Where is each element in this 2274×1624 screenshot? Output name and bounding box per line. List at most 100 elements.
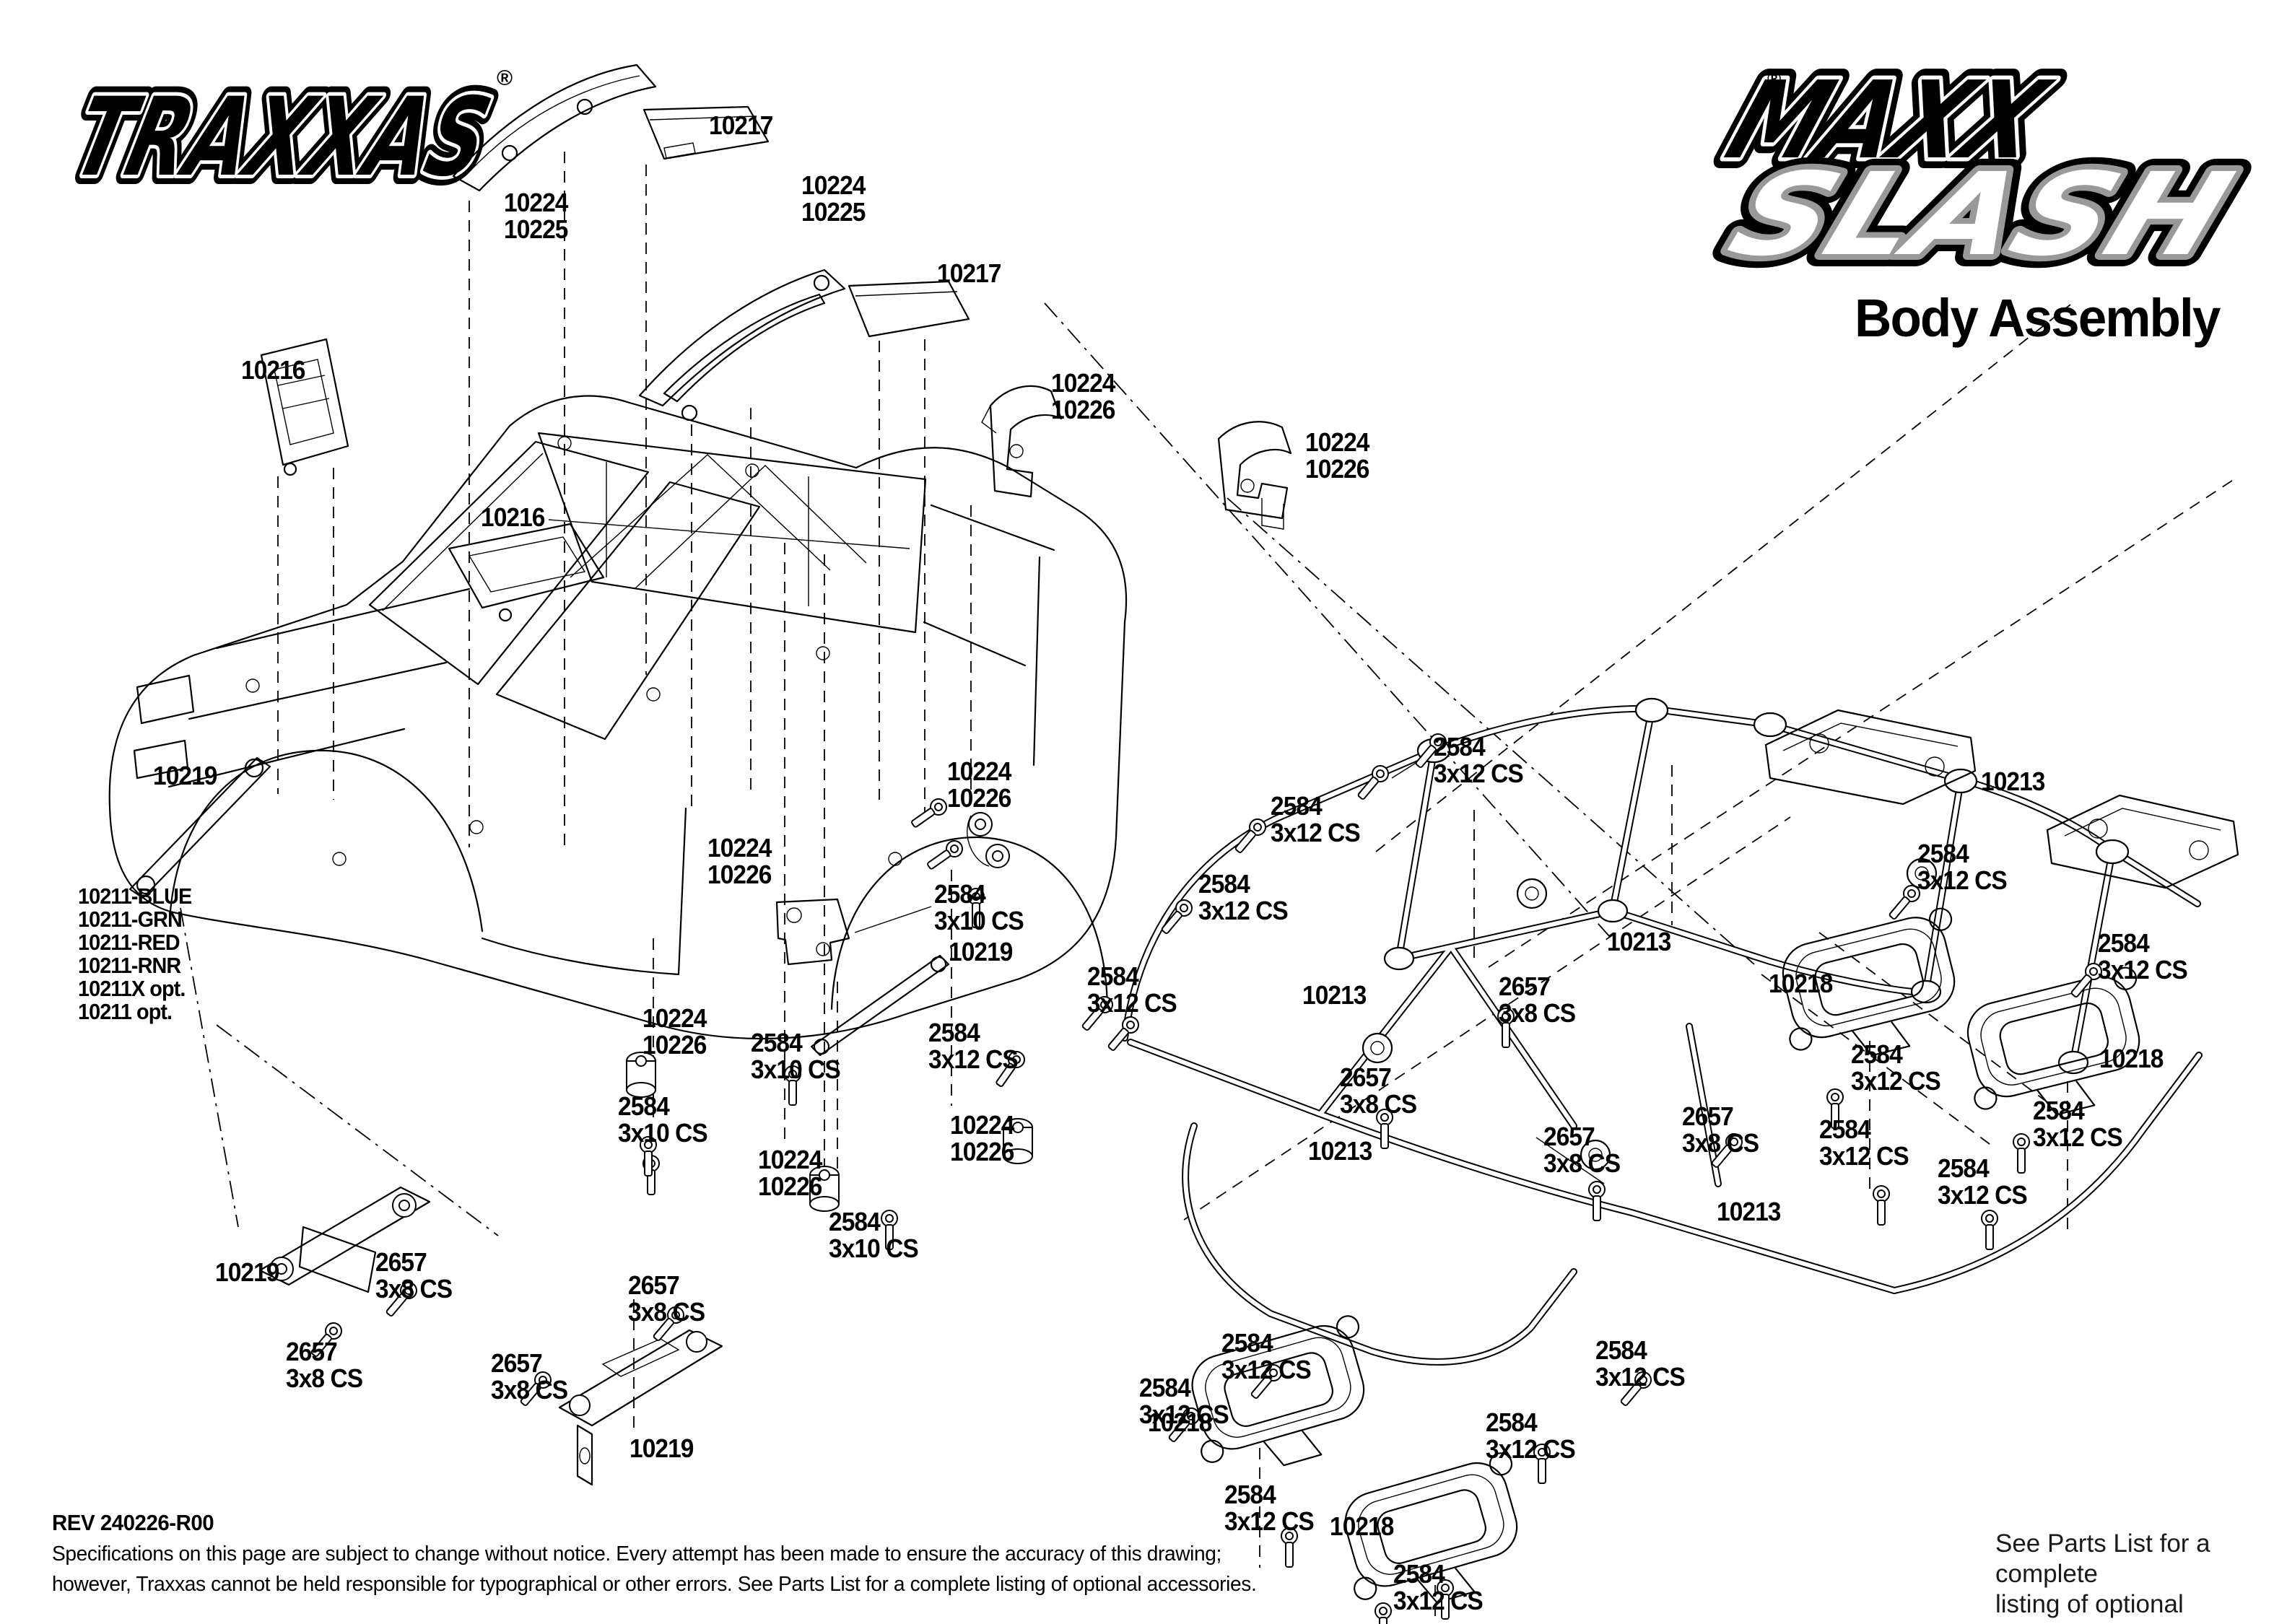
part-number-text: 10224 [707,833,772,863]
part-number-text: 10217 [709,110,773,140]
part-number-text: 2584 [1224,1480,1276,1509]
part-number-text: 3x12 CS [1139,1400,1229,1429]
part-number-text: 3x12 CS [2033,1122,2123,1152]
part-number-text: 3x12 CS [1271,818,1361,847]
part-callout-32: 10213 [1302,980,1367,1010]
disclaimer-line-2: however, Traxxas cannot be held responsi… [52,1573,1257,1596]
parts-list-note-line-2: listing of optional accessories. [1995,1590,2184,1624]
part-callout-44: 10218 [2099,1044,2164,1073]
part-number-text: 10224 [1051,368,1115,398]
hood-vent-right [448,523,605,622]
part-number-text: 10224 [950,1110,1014,1140]
part-number-text: 10219 [215,1257,279,1287]
part-number-text: 3x12 CS [1198,896,1289,925]
part-number-text: 3x12 CS [1486,1434,1576,1464]
page-title: Body Assembly [1854,288,2221,348]
part-number-text: 2584 [751,1028,803,1057]
part-number-text: 3x12 CS [1434,759,1524,788]
footer: REV 240226-R00 Specifications on this pa… [52,1510,1294,1597]
part-number-text: 3x8 CS [491,1375,568,1405]
registered-mark: ® [1767,68,1781,90]
svg-text:SLASH: SLASH [1714,149,2247,281]
part-number-text: 3x12 CS [1917,865,2008,895]
svg-text:SLASH: SLASH [1714,149,2247,281]
part-number-text: 10226 [642,1030,707,1060]
part-number-text: 10216 [481,502,545,532]
part-callout-14: 10219 [949,938,1013,965]
part-callout-33: 10213 [1607,928,1671,955]
part-number-text: 10211-RNR [78,953,181,978]
part-number-text: 10218 [2099,1044,2164,1073]
part-number-text: 3x8 CS [1543,1148,1621,1178]
part-number-text: 10211 opt. [78,999,173,1024]
part-callout-04: 10217 [937,260,1001,287]
part-number-text: 10213 [1302,980,1367,1010]
bumper-latch-right [558,1329,723,1486]
part-number-text: 2584 [1087,961,1139,991]
part-number-text: 2584 [1819,1114,1871,1144]
part-number-text: 10213 [1717,1197,1781,1226]
part-number-text: 2584 [1938,1153,1990,1183]
part-number-text: 10226 [1305,454,1369,484]
part-number-text: 10216 [241,355,305,385]
part-number-text: 3x12 CS [1819,1141,1909,1171]
part-number-text: 2657 [1682,1101,1734,1131]
part-number-text: 10224 [504,188,568,217]
part-number-text: 3x8 CS [628,1297,705,1327]
part-number-text: 10217 [937,258,1001,288]
part-number-text: 3x10 CS [934,906,1024,935]
part-callout-41: 10218 [1769,969,1833,998]
part-callout-55: 10218 [1330,1511,1394,1541]
part-callout-38: 10213 [1308,1138,1372,1164]
part-number-text: 2657 [375,1247,427,1277]
part-number-text: 10211-RED [78,930,180,955]
part-number-text: 3x8 CS [1682,1128,1759,1158]
part-number-text: 3x8 CS [375,1274,453,1304]
body-mount-bracket-left [1764,709,1977,806]
part-number-text: 10211X opt. [78,976,186,1001]
part-number-text: 10218 [1148,1407,1212,1437]
part-number-text: 2584 [1198,869,1250,899]
part-number-text: 2584 [1271,791,1323,821]
part-callout-06: 10216 [481,502,545,532]
part-number-text: 2584 [829,1207,881,1236]
part-number-text: 3x8 CS [1499,998,1576,1028]
part-number-text: 2584 [1221,1328,1273,1358]
part-number-text: 2584 [934,879,986,909]
part-number-text: 10218 [1769,969,1833,998]
part-number-text: 3x12 CS [2098,955,2188,985]
part-callout-09: 10219 [153,762,217,789]
part-number-text: 3x10 CS [618,1118,708,1148]
part-number-text: 3x12 CS [928,1044,1019,1074]
latch-bracket-mid [775,898,850,966]
part-number-text: 10219 [630,1433,694,1463]
registered-mark: ® [497,66,513,90]
part-number-text: 10218 [1330,1511,1394,1541]
part-number-text: 10213 [1308,1136,1372,1166]
